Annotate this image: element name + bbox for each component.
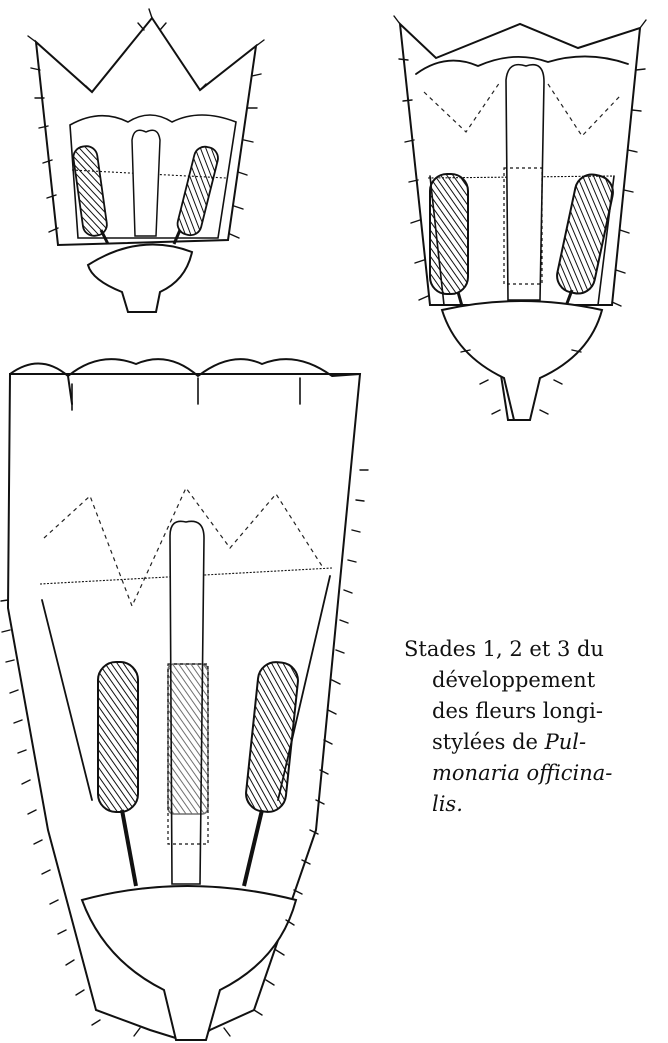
caption-species: monaria officina- (432, 761, 612, 785)
stage-1-ovary (88, 244, 192, 312)
caption-line-5: monaria officina- (404, 758, 668, 789)
stage-2-flower (394, 16, 646, 420)
caption-line-4a: stylées de (432, 730, 545, 754)
stage-2-anther-left (430, 174, 468, 306)
caption-line-2: développement (404, 665, 668, 696)
stage-1-style (132, 130, 160, 236)
stage-3-flower (1, 359, 368, 1040)
caption-species-end: lis. (432, 792, 463, 816)
stage-1-flower (28, 9, 264, 312)
stage-2-style (506, 65, 544, 300)
stage-2-ovary (442, 301, 602, 420)
caption-line-4: stylées de Pul- (404, 727, 668, 758)
caption-line-1: Stades 1, 2 et 3 du (404, 634, 668, 665)
caption-genus-part: Pul- (545, 730, 586, 754)
figure-caption: Stades 1, 2 et 3 du développement des fl… (404, 634, 668, 820)
stage-3-anther-middle (168, 664, 208, 814)
caption-line-3: des fleurs longi- (404, 696, 668, 727)
caption-line-6: lis. (404, 789, 668, 820)
